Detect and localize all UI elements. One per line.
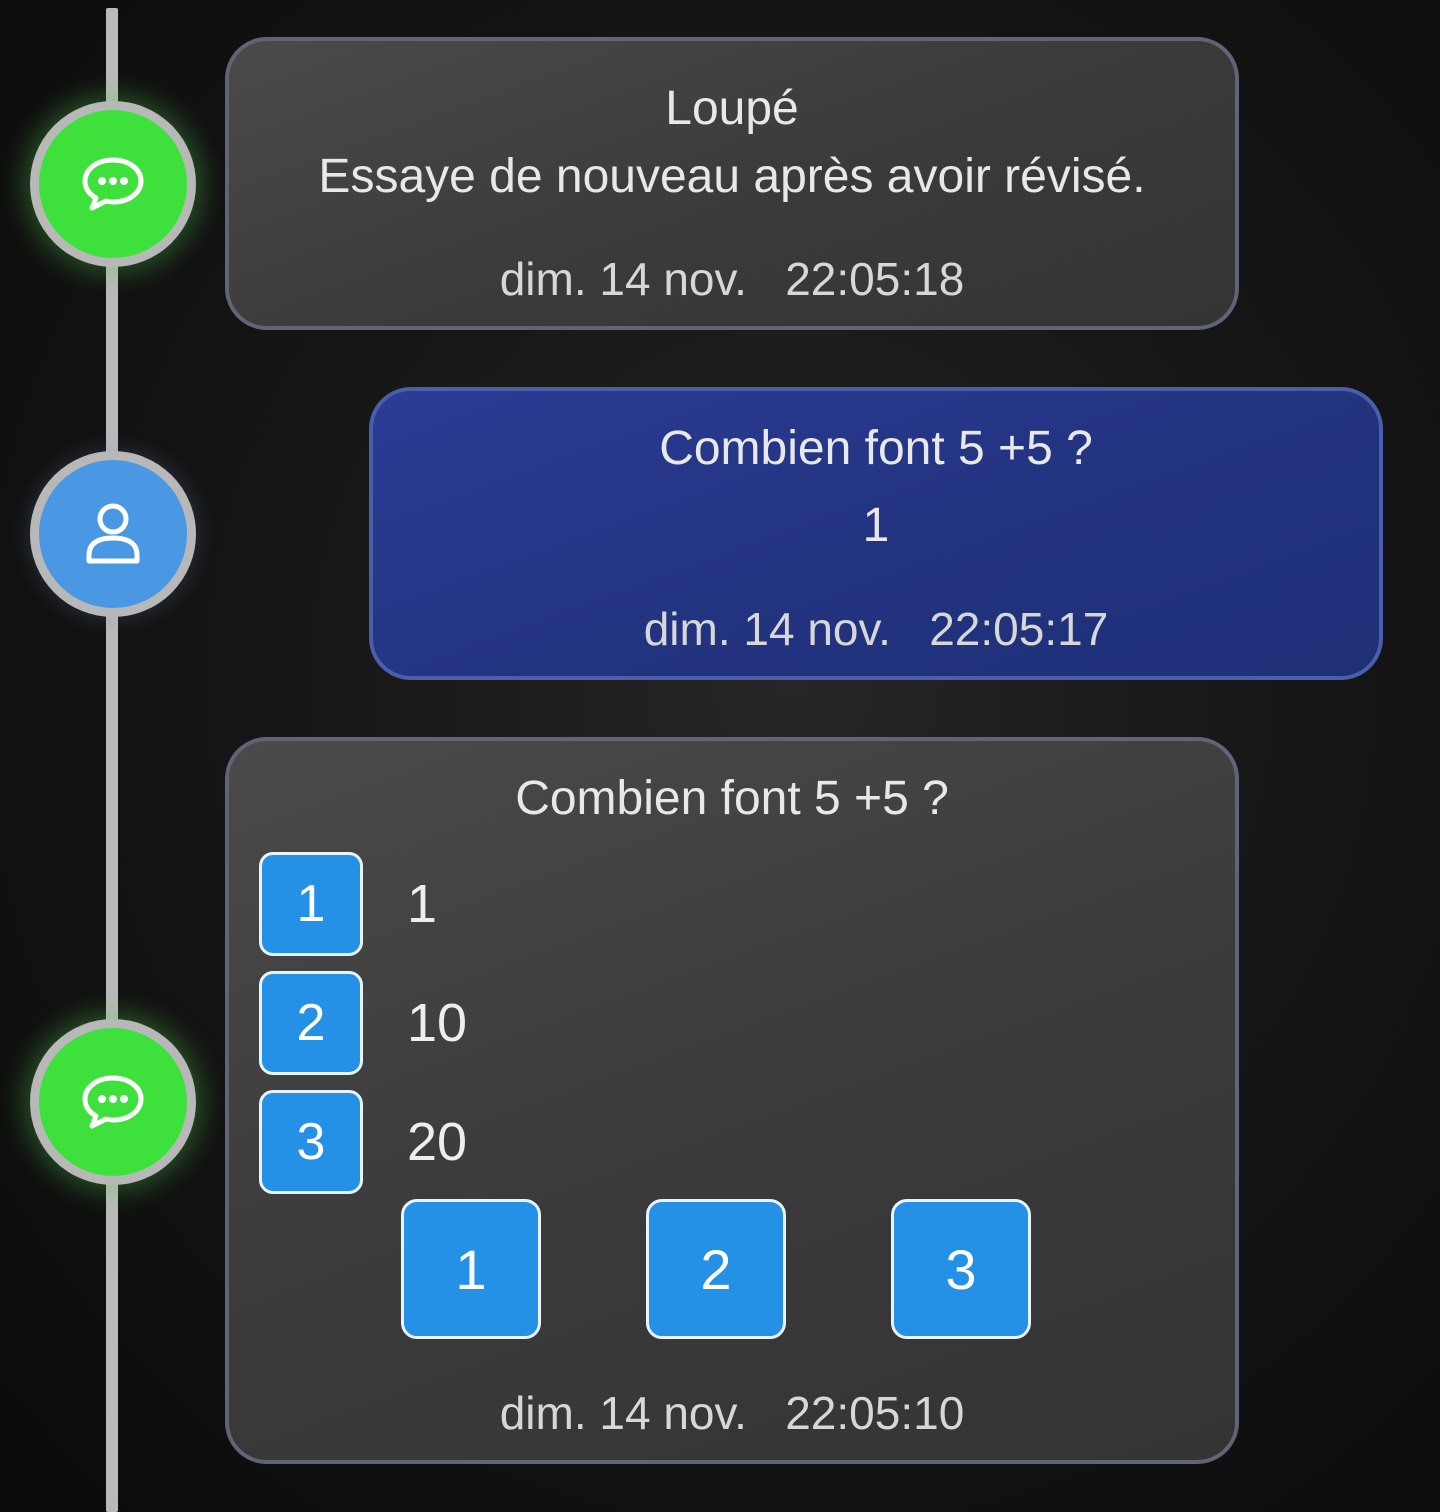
message-date: dim. 14 nov. <box>499 253 747 305</box>
message-timestamp: dim. 14 nov. 22:05:17 <box>373 602 1379 656</box>
option-number-badge: 2 <box>259 971 363 1075</box>
chat-bubble-icon <box>82 1075 144 1129</box>
message-time: 22:05:10 <box>785 1387 965 1439</box>
message-date: dim. 14 nov. <box>643 603 891 655</box>
answer-button-2[interactable]: 2 <box>646 1199 786 1339</box>
option-number-badge: 3 <box>259 1090 363 1194</box>
answer-button-1[interactable]: 1 <box>401 1199 541 1339</box>
answer-value: 1 <box>862 499 890 552</box>
answer-button-3[interactable]: 3 <box>891 1199 1031 1339</box>
feedback-body: Essaye de nouveau après avoir révisé. <box>318 150 1146 203</box>
option-number-badge: 1 <box>259 852 363 956</box>
bot-avatar <box>30 1019 196 1185</box>
message-timestamp: dim. 14 nov. 22:05:10 <box>229 1386 1235 1440</box>
user-avatar <box>30 451 196 617</box>
message-date: dim. 14 nov. <box>499 1387 747 1439</box>
option-text: 1 <box>407 874 438 934</box>
message-time: 22:05:18 <box>785 253 965 305</box>
user-answer-card: Combien font 5 +5 ? 1 dim. 14 nov. 22:05… <box>369 387 1383 680</box>
feedback-title: Loupé <box>665 82 799 135</box>
option-text: 20 <box>407 1112 468 1172</box>
user-icon <box>86 503 140 564</box>
quiz-option: 1 1 <box>259 851 437 957</box>
bot-avatar <box>30 101 196 267</box>
quiz-option: 2 10 <box>259 970 467 1076</box>
chat-bubble-icon <box>82 157 144 211</box>
quiz-message-card: Combien font 5 +5 ? 1 1 2 10 3 20 1 2 3 … <box>225 737 1239 1464</box>
message-time: 22:05:17 <box>929 603 1109 655</box>
quiz-option: 3 20 <box>259 1089 467 1195</box>
feedback-message-card: Loupé Essaye de nouveau après avoir révi… <box>225 37 1239 330</box>
option-text: 10 <box>407 993 468 1053</box>
quiz-question: Combien font 5 +5 ? <box>515 772 949 825</box>
answer-question: Combien font 5 +5 ? <box>659 422 1093 475</box>
message-timestamp: dim. 14 nov. 22:05:18 <box>229 252 1235 306</box>
